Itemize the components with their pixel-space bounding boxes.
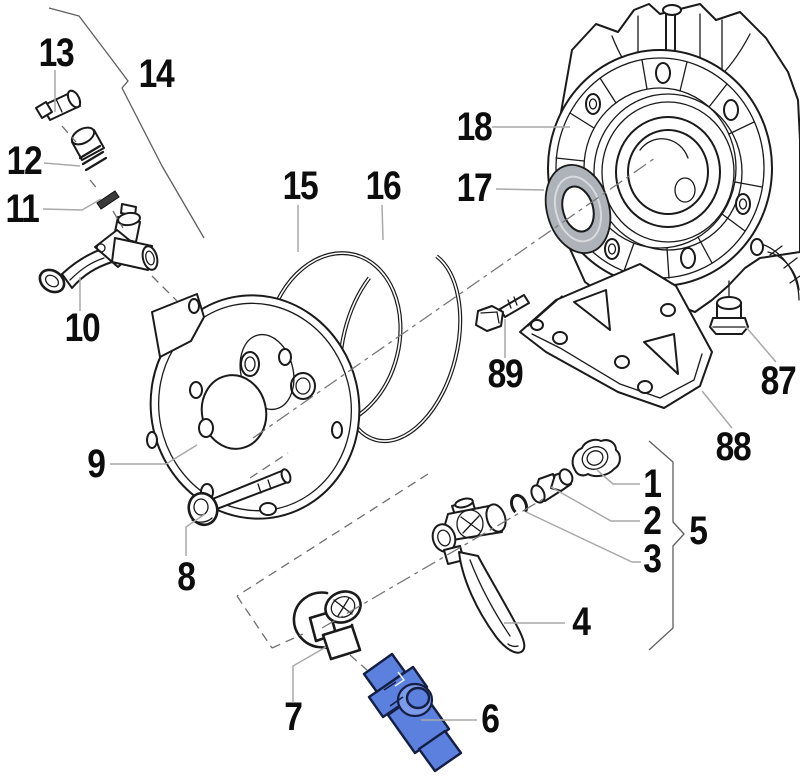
part-87-plug[interactable] (709, 280, 749, 335)
part-3-washer[interactable] (509, 493, 529, 517)
group-bracket-5 (648, 440, 685, 651)
part-label-5[interactable]: 5 (689, 509, 708, 553)
part-12-fitting[interactable] (69, 124, 108, 172)
part-9-flange-cover[interactable] (130, 276, 380, 538)
part-8-socket-screw[interactable] (184, 468, 292, 529)
part-label-12[interactable]: 12 (6, 139, 43, 183)
part-11-gasket[interactable] (96, 190, 120, 210)
centerlines (61, 125, 656, 671)
part-16-o-ring[interactable] (321, 236, 479, 454)
part-label-88[interactable]: 88 (715, 425, 752, 469)
part-7-elbow-fitting[interactable] (292, 586, 366, 661)
part-label-13[interactable]: 13 (38, 31, 75, 75)
part-label-3[interactable]: 3 (643, 537, 662, 581)
part-label-17[interactable]: 17 (456, 166, 493, 210)
part-label-87[interactable]: 87 (760, 359, 797, 403)
part-label-16[interactable]: 16 (365, 164, 402, 208)
part-10-ball-valve[interactable] (36, 203, 160, 297)
part-label-2[interactable]: 2 (643, 499, 662, 543)
part-18-pump-housing[interactable] (547, 3, 800, 313)
group-bracket-14 (48, 7, 205, 239)
part-2-plunger[interactable] (529, 467, 575, 504)
leader-lines (42, 70, 777, 721)
part-label-7[interactable]: 7 (284, 695, 303, 739)
part-1-flange-nut[interactable] (571, 438, 621, 478)
part-6-valve-highlighted[interactable] (362, 652, 463, 773)
part-label-14[interactable]: 14 (138, 52, 175, 96)
part-label-4[interactable]: 4 (572, 600, 591, 644)
part-label-1[interactable]: 1 (643, 462, 662, 506)
part-label-6[interactable]: 6 (481, 697, 500, 741)
part-17-shaft-seal[interactable] (536, 157, 620, 261)
part-4-lever-valve[interactable] (429, 497, 526, 654)
part-88-mounting-bracket[interactable] (519, 263, 713, 409)
part-13-fitting[interactable] (35, 89, 83, 121)
part-89-hex-bolt[interactable] (475, 294, 530, 332)
part-label-8[interactable]: 8 (177, 555, 196, 599)
part-label-9[interactable]: 9 (87, 442, 106, 486)
part-label-89[interactable]: 89 (487, 352, 524, 396)
part-label-11[interactable]: 11 (5, 187, 39, 231)
part-label-15[interactable]: 15 (282, 164, 319, 208)
part-label-10[interactable]: 10 (64, 306, 101, 350)
part-label-18[interactable]: 18 (456, 105, 493, 149)
